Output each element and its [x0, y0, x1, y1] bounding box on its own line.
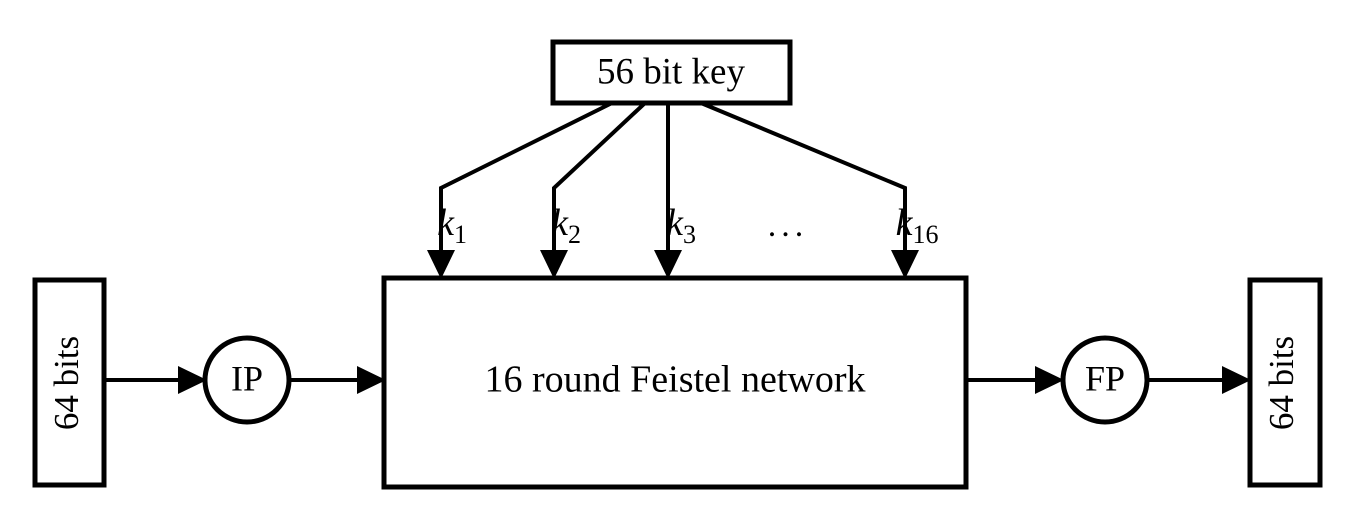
- wire-fp-to-output: [1147, 366, 1251, 394]
- round-key-k1-base: k: [437, 202, 455, 244]
- round-key-k3-sub: 3: [683, 220, 696, 249]
- key-box-rect: [550, 39, 793, 106]
- arrowhead-fp-to-output: [1222, 366, 1251, 394]
- input-box-label: 64 bits: [47, 336, 86, 430]
- key-wire-k16: [700, 101, 907, 270]
- arrowhead-k1: [427, 250, 455, 279]
- round-key-label-k3: k3: [666, 202, 696, 249]
- feistel-box-rect: [381, 275, 969, 490]
- arrowhead-k3: [654, 250, 682, 279]
- arrowhead-k2: [540, 250, 568, 279]
- round-key-k16-base: k: [896, 202, 914, 244]
- key-fanout-wires: [439, 101, 907, 270]
- arrowhead-feistel-to-fp: [1035, 366, 1064, 394]
- round-key-label-k2: k2: [551, 202, 581, 249]
- ip-node-label: IP: [231, 358, 263, 398]
- feistel-box[interactable]: 16 round Feistel network: [381, 275, 969, 490]
- round-key-k3-base: k: [666, 202, 684, 244]
- wire-feistel-to-fp: [966, 366, 1064, 394]
- output-box-label: 64 bits: [1262, 336, 1301, 430]
- output-box-rect: [1247, 277, 1323, 488]
- arrowhead-input-to-ip: [178, 366, 207, 394]
- round-keys-ellipsis: ...: [768, 207, 809, 244]
- round-key-k1-sub: 1: [454, 220, 467, 249]
- input-box[interactable]: 64 bits: [32, 277, 107, 488]
- fp-node[interactable]: FP: [1060, 335, 1150, 425]
- round-key-label-k16: k16: [896, 202, 939, 249]
- input-box-rect: [32, 277, 107, 488]
- key-box-label: 56 bit key: [597, 51, 745, 92]
- key-arrowheads: [427, 250, 919, 279]
- round-key-k16-sub: 16: [912, 220, 938, 249]
- key-wire-k1: [439, 101, 613, 270]
- round-key-labels: k1 k2 k3 ... k16: [437, 202, 938, 249]
- key-box[interactable]: 56 bit key: [550, 39, 793, 106]
- ip-node[interactable]: IP: [202, 335, 292, 425]
- output-box[interactable]: 64 bits: [1247, 277, 1323, 488]
- arrowhead-ip-to-feistel: [357, 366, 386, 394]
- round-key-k2-base: k: [551, 202, 569, 244]
- key-wire-k2: [552, 101, 647, 270]
- fp-node-label: FP: [1085, 358, 1125, 398]
- round-key-label-k1: k1: [437, 202, 467, 249]
- wire-ip-to-feistel: [289, 366, 386, 394]
- round-key-k2-sub: 2: [568, 220, 581, 249]
- feistel-box-label: 16 round Feistel network: [484, 359, 865, 401]
- arrowhead-k16: [891, 250, 919, 279]
- wire-input-to-ip: [104, 366, 207, 394]
